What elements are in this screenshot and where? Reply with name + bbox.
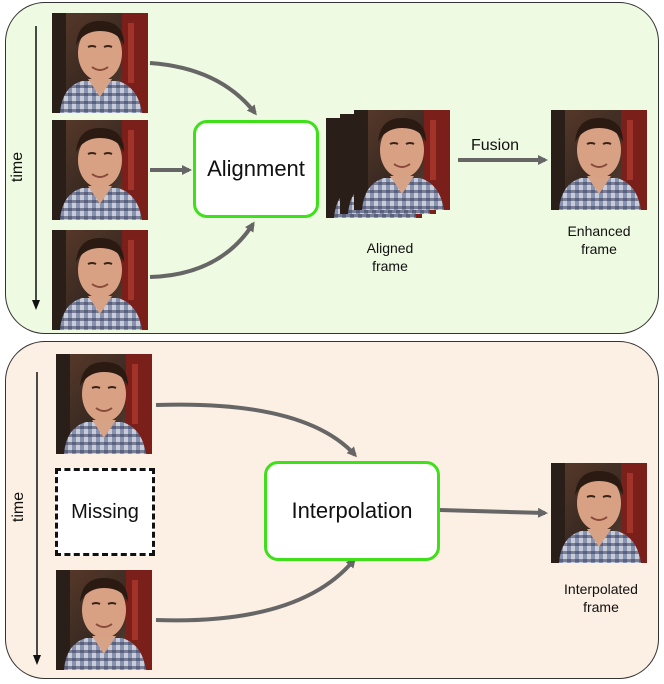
- arrow-after-to-interpolation: [155, 557, 356, 623]
- alignment-label: Alignment: [207, 156, 305, 181]
- enhanced-label-line2: frame: [581, 241, 617, 257]
- arrow-frame1-to-alignment: [149, 61, 257, 116]
- fusion-label: Fusion: [470, 137, 520, 154]
- interpolated-frame: [550, 462, 648, 564]
- aligned-label-line1: Aligned: [366, 240, 414, 256]
- aligned-frame-label: Aligned frame: [340, 239, 440, 275]
- input-frame-2: [51, 119, 149, 221]
- input-frame-before: [55, 353, 153, 455]
- enhanced-label-line1: Enhanced: [567, 223, 631, 239]
- enhanced-frame: [550, 109, 648, 211]
- enhanced-frame-label: Enhanced frame: [549, 222, 649, 258]
- missing-frame: Missing: [55, 468, 155, 556]
- missing-label: Missing: [71, 500, 139, 523]
- input-frame-3: [51, 229, 149, 331]
- input-frame-1: [51, 12, 149, 114]
- interpolated-label-line2: frame: [583, 599, 619, 615]
- interpolated-label-line1: Interpolated: [564, 581, 638, 597]
- arrow-frame3-to-alignment: [149, 221, 255, 279]
- aligned-frame-stack: [325, 109, 451, 219]
- interpolation-box: Interpolation: [264, 461, 440, 561]
- arrow-to-interpolated: [439, 507, 548, 518]
- interpolated-frame-label: Interpolated frame: [548, 580, 654, 616]
- time-label-bottom: time: [10, 491, 27, 523]
- alignment-box: Alignment: [193, 120, 319, 218]
- time-label-top: time: [9, 151, 26, 183]
- interpolation-label: Interpolation: [291, 498, 413, 523]
- aligned-label-line2: frame: [372, 258, 408, 274]
- arrow-before-to-interpolation: [155, 402, 358, 458]
- input-frame-after: [55, 569, 153, 671]
